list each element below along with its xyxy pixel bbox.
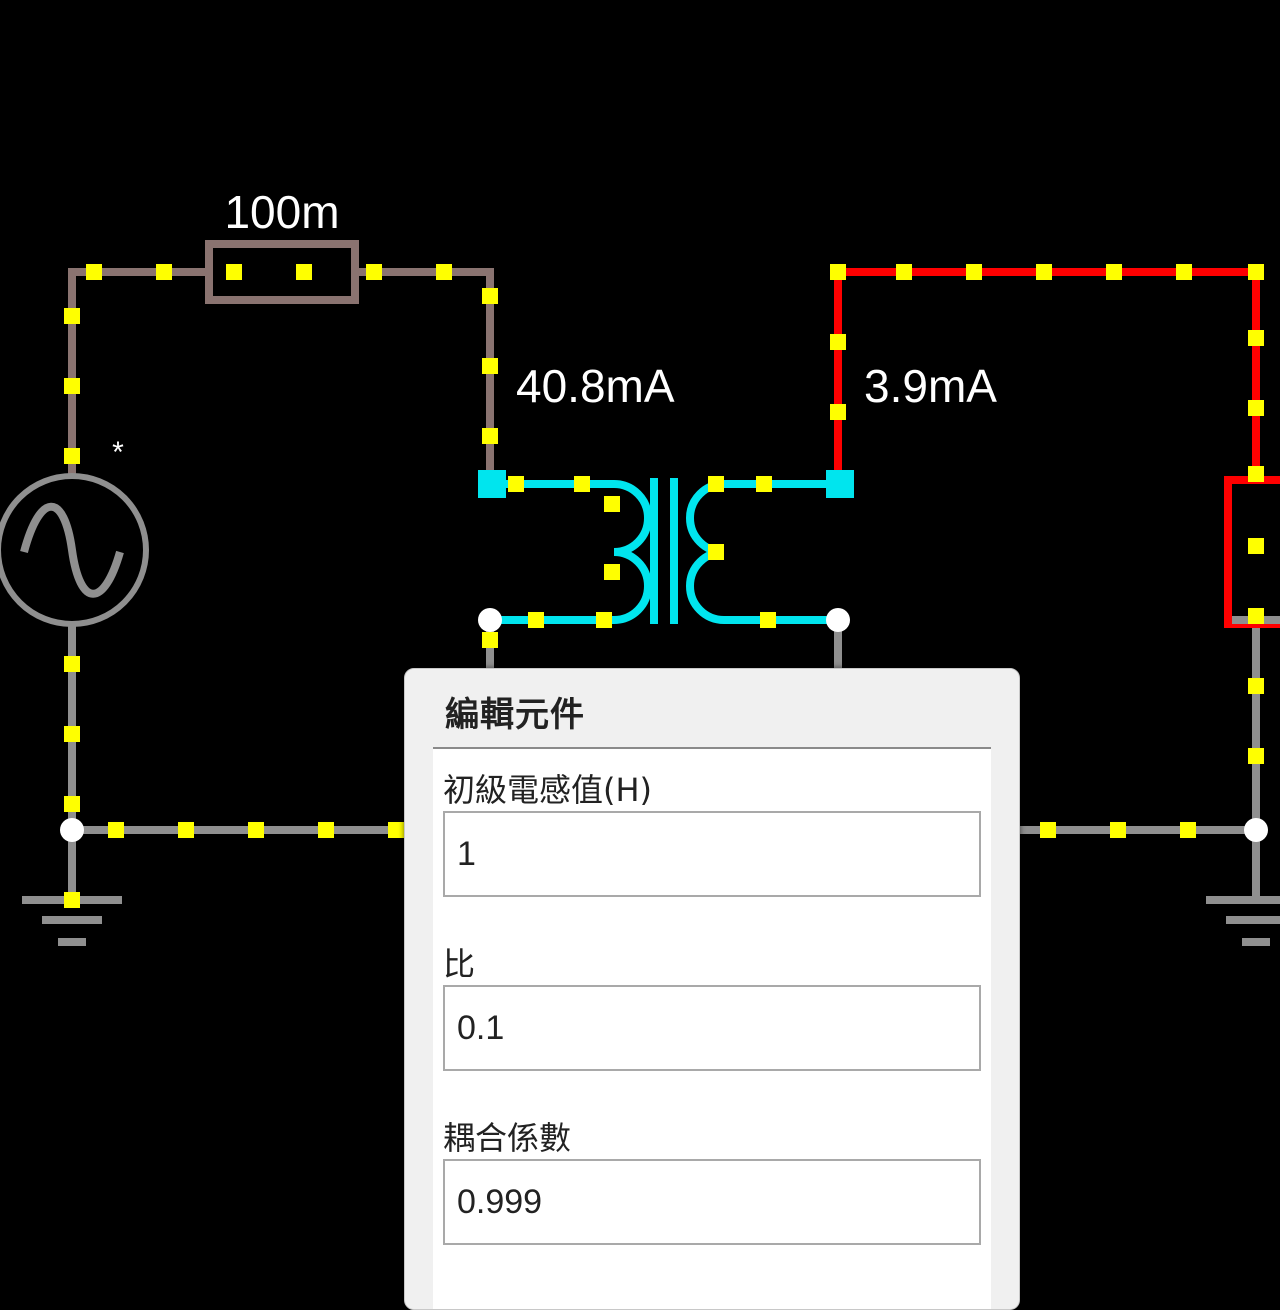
current-dots xyxy=(64,264,1264,908)
source-marker: * xyxy=(112,436,124,469)
circuit-nodes[interactable] xyxy=(60,608,1268,842)
primary-inductance-label: 初級電感值(H) xyxy=(443,771,653,809)
primary-current-label: 40.8mA xyxy=(516,360,675,412)
coupling-coefficient-label: 耦合係數 xyxy=(443,1119,572,1157)
ratio-label: 比 xyxy=(443,945,476,983)
ac-source-icon[interactable] xyxy=(0,473,149,627)
resistor-100m[interactable] xyxy=(205,240,359,304)
dialog-divider xyxy=(433,747,991,749)
ratio-input[interactable] xyxy=(443,985,981,1071)
circuit-canvas[interactable]: 100m * xyxy=(0,0,1280,1280)
dialog-title: 編輯元件 xyxy=(445,695,585,735)
coupling-coefficient-input[interactable] xyxy=(443,1159,981,1245)
dialog-body: 初級電感值(H) 比 耦合係數 xyxy=(433,749,991,1309)
resistor-value-label: 100m xyxy=(224,186,339,238)
transformer-terminal-secondary[interactable] xyxy=(826,470,854,498)
transformer[interactable] xyxy=(490,478,838,624)
primary-inductance-input[interactable] xyxy=(443,811,981,897)
ground-icon-right xyxy=(1206,896,1280,946)
secondary-current-label: 3.9mA xyxy=(864,360,997,412)
transformer-terminal-primary[interactable] xyxy=(478,470,506,498)
edit-component-dialog[interactable]: 編輯元件 初級電感值(H) 比 耦合係數 xyxy=(404,668,1020,1310)
